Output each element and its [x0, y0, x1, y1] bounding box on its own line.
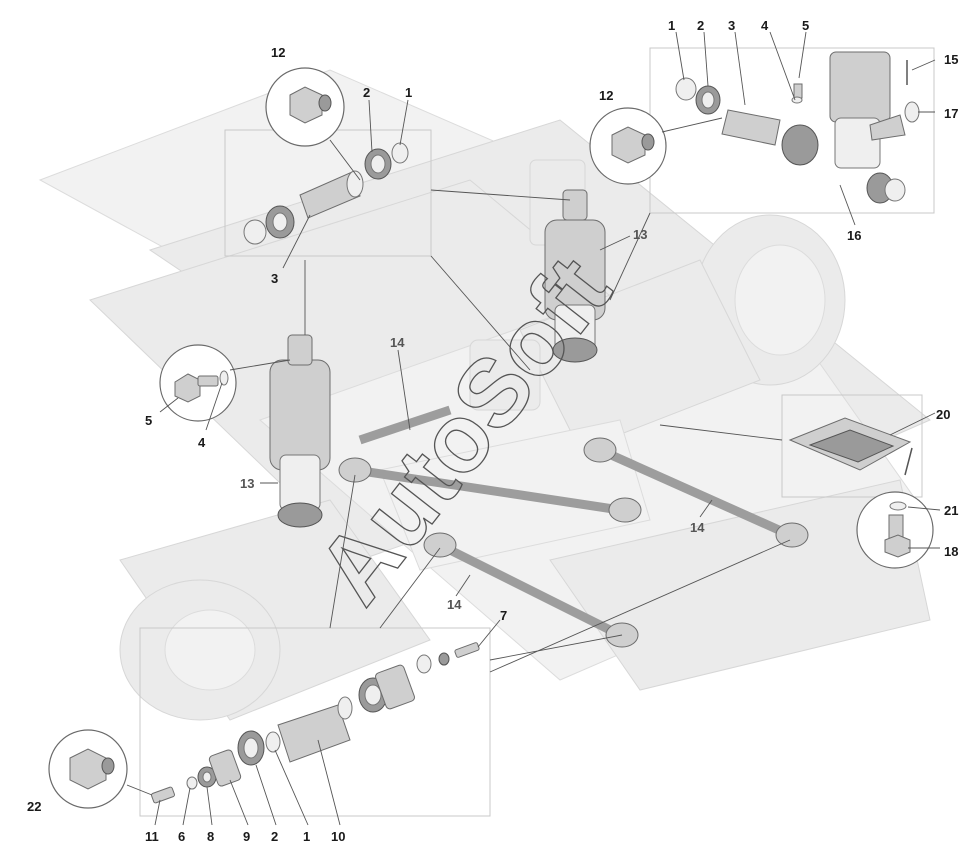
callout-14: 14: [447, 597, 462, 612]
callout-11: 11: [145, 829, 159, 844]
callout-12: 12: [599, 88, 613, 103]
callout-3: 3: [271, 271, 278, 286]
detail-frame-cover-plate: [659, 394, 923, 498]
callout-3: 3: [728, 18, 735, 33]
zoom-circle-nut-upper-left: [265, 67, 361, 181]
callout-8: 8: [207, 829, 214, 844]
zoom-circle-nut-lower: [48, 729, 153, 809]
callout-9: 9: [243, 829, 250, 844]
callout-13: 13: [240, 476, 254, 491]
callout-16: 16: [847, 228, 861, 243]
shock-absorber-left: [269, 260, 331, 528]
callout-12: 12: [271, 45, 285, 60]
callout-14: 14: [390, 335, 405, 350]
callout-4: 4: [198, 435, 206, 450]
callout-17: 17: [944, 106, 958, 121]
detail-frame-lower: [139, 474, 791, 817]
callout-labels: 1 2 3 4 5 15 17 16 12 2 1 3 12 13 14 5 4…: [27, 18, 958, 844]
zoom-circle-bolt-left: [159, 344, 291, 422]
callout-1: 1: [668, 18, 675, 33]
callout-20: 20: [936, 407, 950, 422]
callout-22: 22: [27, 799, 41, 814]
callout-13: 13: [633, 227, 647, 242]
callout-7: 7: [500, 608, 507, 623]
callout-6: 6: [178, 829, 185, 844]
callout-10: 10: [331, 829, 345, 844]
zoom-circle-bolt-right: [856, 491, 934, 569]
callout-2: 2: [271, 829, 278, 844]
callout-1: 1: [405, 85, 412, 100]
callout-14: 14: [690, 520, 705, 535]
detail-frame-upper-right: [609, 47, 935, 301]
shock-absorber-right: [544, 189, 606, 363]
callout-4: 4: [761, 18, 769, 33]
callout-2: 2: [363, 85, 370, 100]
background-assembly: [38, 69, 931, 721]
torque-rods: [338, 405, 809, 648]
callout-15: 15: [944, 52, 958, 67]
callout-5: 5: [802, 18, 809, 33]
callout-21: 21: [944, 503, 958, 518]
zoom-circle-nut-upper-right: [589, 107, 723, 185]
callout-1: 1: [303, 829, 310, 844]
callout-2: 2: [697, 18, 704, 33]
callout-18: 18: [944, 544, 958, 559]
callout-leaders: [154, 31, 941, 826]
callout-5: 5: [145, 413, 152, 428]
